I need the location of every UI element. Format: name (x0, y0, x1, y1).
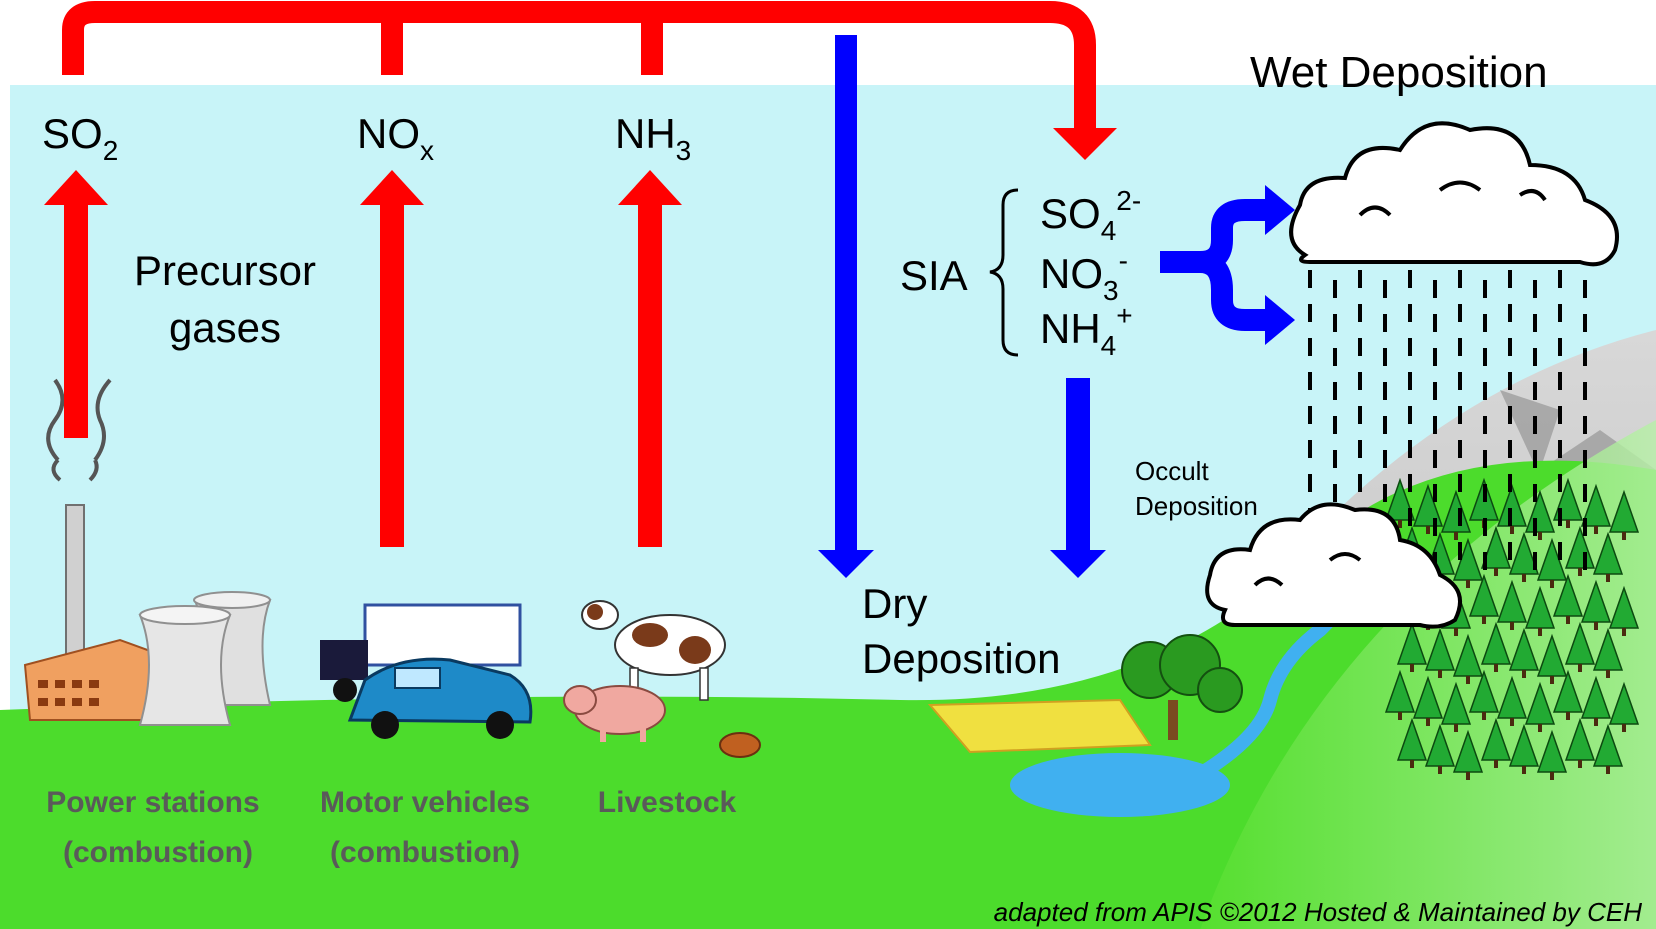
to-occult-deposition-arrow (1199, 251, 1268, 331)
conifer-tree (1480, 621, 1512, 672)
conifer-tree (1412, 675, 1444, 726)
nitrate-label: NO3- (1040, 245, 1128, 306)
conifer-tree (1580, 675, 1612, 726)
conifer-tree (1608, 681, 1640, 732)
motor-vehicles-label: Motor vehicles (320, 786, 530, 819)
credit-text: adapted from APIS ©2012 Hosted & Maintai… (994, 897, 1643, 927)
power-stations-label: Power stations (46, 786, 259, 819)
precursor-gases-line1: Precursor (134, 247, 316, 294)
conifer-tree (1592, 627, 1624, 678)
sulfate-label: SO42- (1040, 185, 1141, 246)
livestock-icon (563, 600, 761, 758)
conifer-tree (1508, 627, 1540, 678)
occult-deposition-line2: Deposition (1135, 491, 1258, 521)
conifer-tree (1440, 681, 1472, 732)
conifer-tree (1452, 729, 1484, 780)
conifer-tree (1384, 477, 1416, 528)
wet-deposition-label: Wet Deposition (1250, 48, 1548, 97)
deposition-arrows (818, 35, 1295, 578)
conifer-tree (1524, 585, 1556, 636)
crop-field (927, 698, 1152, 754)
power-station-icon (23, 378, 272, 726)
conifer-tree (1536, 633, 1568, 684)
emission-arrows (44, 1, 1117, 547)
lake (1010, 753, 1230, 817)
conifer-tree (1608, 489, 1640, 540)
conifer-tree (1564, 621, 1596, 672)
sia-label: SIA (900, 252, 968, 299)
hillside (1200, 420, 1656, 929)
conifer-tree (1552, 573, 1584, 624)
conifer-tree (1536, 729, 1568, 780)
power-stations-combustion-label: (combustion) (63, 836, 253, 869)
conifer-tree (1496, 675, 1528, 726)
so2-label: SO2 (42, 110, 118, 166)
conifer-tree (1580, 579, 1612, 630)
conifer-tree (1468, 573, 1500, 624)
ammonium-label: NH4+ (1040, 300, 1133, 361)
grass-ground (0, 460, 1656, 929)
precursor-gases-line2: gases (169, 304, 281, 351)
conifer-tree (1592, 531, 1624, 582)
conifer-tree (1396, 621, 1428, 672)
conifer-tree (1396, 717, 1428, 768)
dry-deposition-line2: Deposition (862, 635, 1060, 682)
arrow-to-sia (1053, 128, 1117, 160)
conifer-tree (1452, 633, 1484, 684)
livestock-label: Livestock (598, 786, 737, 819)
fog-cloud-icon (1205, 502, 1462, 629)
conifer-tree (1440, 489, 1472, 540)
conifer-tree (1468, 669, 1500, 720)
motor-vehicles-combustion-label: (combustion) (330, 836, 520, 869)
nh3-label: NH3 (615, 110, 691, 166)
nox-label: NOx (357, 110, 434, 166)
conifer-tree (1524, 681, 1556, 732)
occult-deposition-line1: Occult (1135, 456, 1209, 486)
conifer-tree (1424, 627, 1456, 678)
conifer-tree (1412, 483, 1444, 534)
conifer-tree (1608, 585, 1640, 636)
conifer-tree (1480, 717, 1512, 768)
sia-brace (989, 188, 1019, 357)
conifer-tree (1592, 723, 1624, 774)
conifer-tree (1424, 723, 1456, 774)
dry-deposition-line1: Dry (862, 580, 927, 627)
conifer-tree (1508, 723, 1540, 774)
conifer-tree (1564, 717, 1596, 768)
conifer-tree (1496, 579, 1528, 630)
conifer-tree (1480, 525, 1512, 576)
conifer-tree (1508, 531, 1540, 582)
rain-cloud-icon (1289, 121, 1619, 267)
conifer-tree (1384, 669, 1416, 720)
conifer-tree (1580, 483, 1612, 534)
motor-vehicles-icon (320, 603, 533, 739)
conifer-tree (1552, 669, 1584, 720)
broadleaf-trees (1121, 634, 1243, 740)
